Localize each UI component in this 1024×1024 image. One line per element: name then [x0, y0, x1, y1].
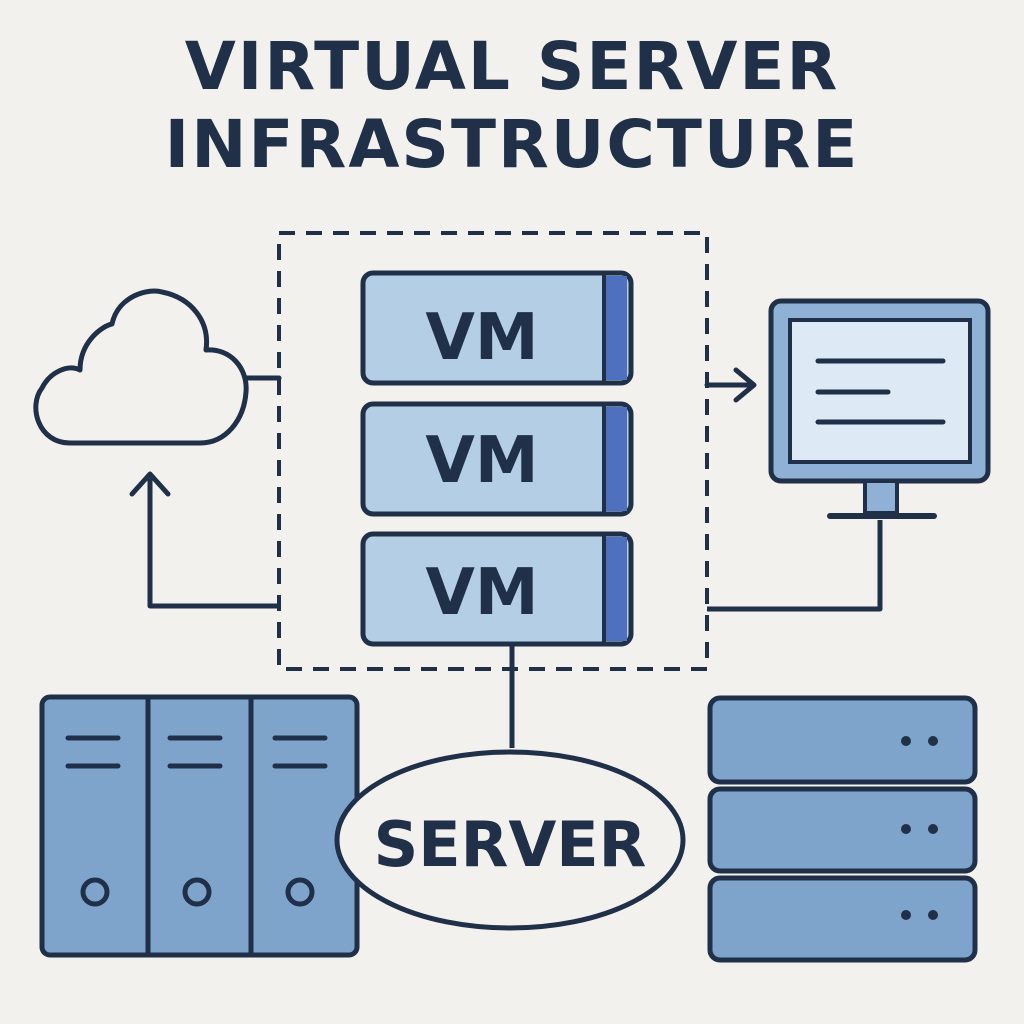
monitor-icon [768, 298, 991, 519]
title-line-1: VIRTUAL SERVER [184, 28, 840, 105]
title-line-2: INFRASTRUCTURE [164, 106, 860, 183]
storage-array-icon [39, 694, 360, 958]
storage-bay-3 [272, 735, 328, 907]
vm-indicator-strip [604, 276, 627, 380]
vm-label: VM [425, 556, 538, 630]
rack-unit-3 [707, 875, 978, 963]
vm-label: VM [425, 424, 538, 498]
monitor-return-connector [707, 520, 883, 612]
vm-block-3: VM [360, 531, 634, 647]
diagram-title: VIRTUAL SERVER INFRASTRUCTURE [0, 28, 1024, 184]
storage-bay-2 [167, 735, 223, 907]
vm-label: VM [425, 301, 538, 375]
monitor-neck [863, 479, 899, 515]
rack-server-icon [707, 695, 978, 963]
vm-stack: VM VM VM [360, 270, 634, 647]
cloud-icon [33, 288, 249, 446]
rack-unit-1 [707, 695, 978, 785]
vm-block-1: VM [360, 270, 634, 386]
vm-indicator-strip [604, 407, 627, 511]
arrow-up-icon [129, 471, 171, 497]
server-label: SERVER [374, 808, 647, 881]
return-connector-to-cloud [147, 478, 279, 609]
vm-indicator-strip [604, 537, 627, 641]
rack-unit-2 [707, 786, 978, 874]
server-node: SERVER [334, 749, 686, 931]
arrow-right-icon [733, 367, 757, 403]
storage-bay-1 [65, 735, 121, 907]
vm-block-2: VM [360, 401, 634, 517]
